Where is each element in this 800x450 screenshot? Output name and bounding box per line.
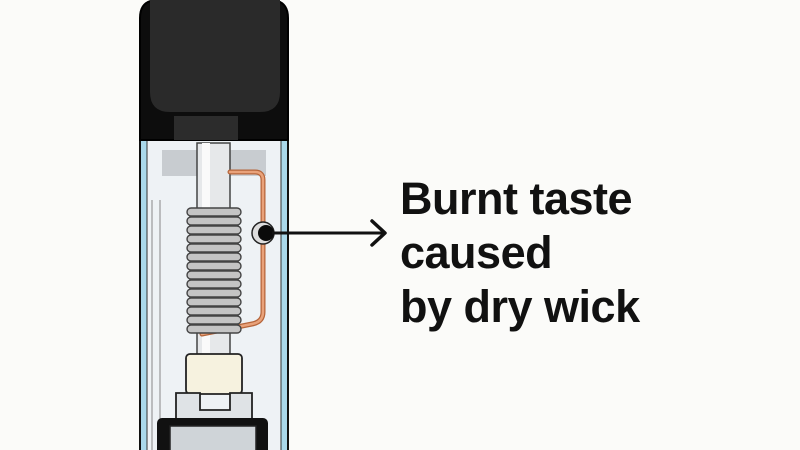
coil-turn <box>186 315 242 325</box>
coil-turn <box>186 279 242 289</box>
caption-line-1: Burnt taste <box>400 173 633 224</box>
coil-turn <box>186 261 242 271</box>
coil-turn <box>186 288 242 298</box>
coil-turn <box>186 324 242 334</box>
coil-turn <box>186 252 242 262</box>
coil-turn <box>186 270 242 280</box>
base-assembly <box>157 353 268 450</box>
coil-turn <box>186 243 242 253</box>
coil-turn <box>186 207 242 217</box>
caption: Burnt taste caused by dry wick <box>400 172 640 334</box>
arrow-right-icon <box>251 219 387 247</box>
coil-turn <box>186 225 242 235</box>
coil-turn <box>186 216 242 226</box>
mouthpiece <box>139 0 289 141</box>
caption-line-3: by dry wick <box>400 281 640 332</box>
coil-turn <box>186 306 242 316</box>
coil-turn <box>186 297 242 307</box>
coil-turn <box>186 234 242 244</box>
heating-coil <box>186 207 242 334</box>
caption-line-2: caused <box>400 227 553 278</box>
